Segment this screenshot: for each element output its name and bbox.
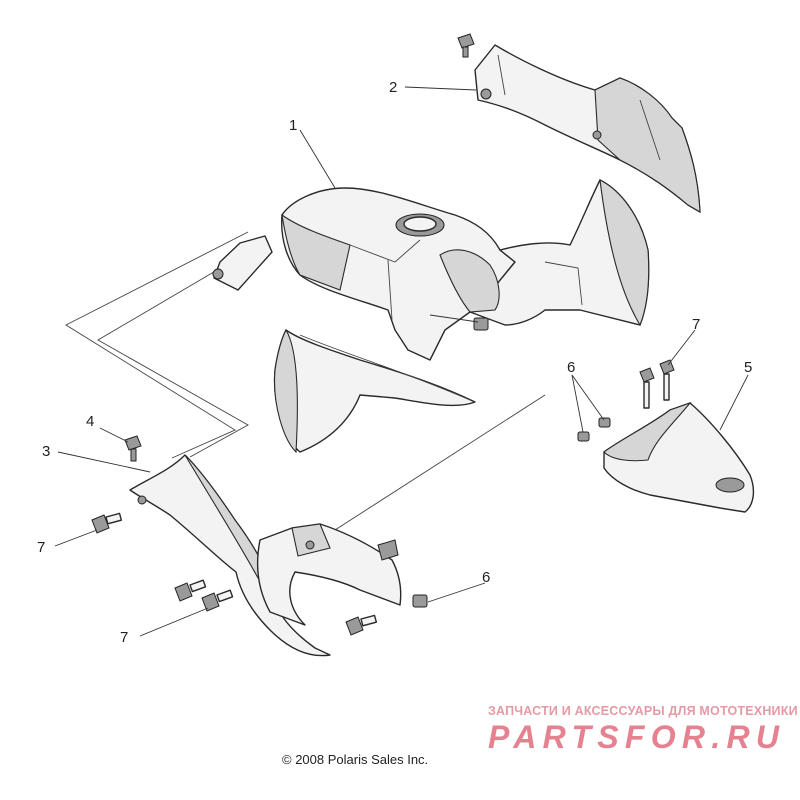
callout-labels: 1 2 3 4 5 6 6 7 7 7 (37, 79, 752, 646)
callout-4: 4 (86, 413, 94, 430)
watermark-tagline: ЗАПЧАСТИ И АКСЕССУАРЫ ДЛЯ МОТОТЕХНИКИ (488, 704, 798, 718)
watermark-logo-text: PARTSFOR.RU (488, 719, 780, 755)
callout-7b: 7 (37, 539, 45, 556)
fasteners-lower-left (91, 512, 428, 636)
callout-7a: 7 (692, 316, 700, 333)
left-side-panel-part-3 (124, 435, 402, 657)
callout-6a: 6 (567, 359, 575, 376)
upper-right-panel-part-2 (457, 33, 701, 213)
callout-5: 5 (744, 359, 752, 376)
assembly-guide-lines (65, 231, 546, 531)
callout-6b: 6 (482, 569, 490, 586)
callout-7c: 7 (120, 629, 128, 646)
copyright-notice: © 2008 Polaris Sales Inc. (282, 752, 429, 767)
front-cab-part-1 (212, 179, 650, 454)
callout-3: 3 (42, 443, 50, 460)
callout-1: 1 (289, 117, 297, 134)
leader-lines (54, 86, 749, 637)
callout-2: 2 (389, 79, 397, 96)
right-cover-part-5 (577, 359, 755, 513)
watermark-logo: PARTSFOR.RU (488, 719, 780, 755)
